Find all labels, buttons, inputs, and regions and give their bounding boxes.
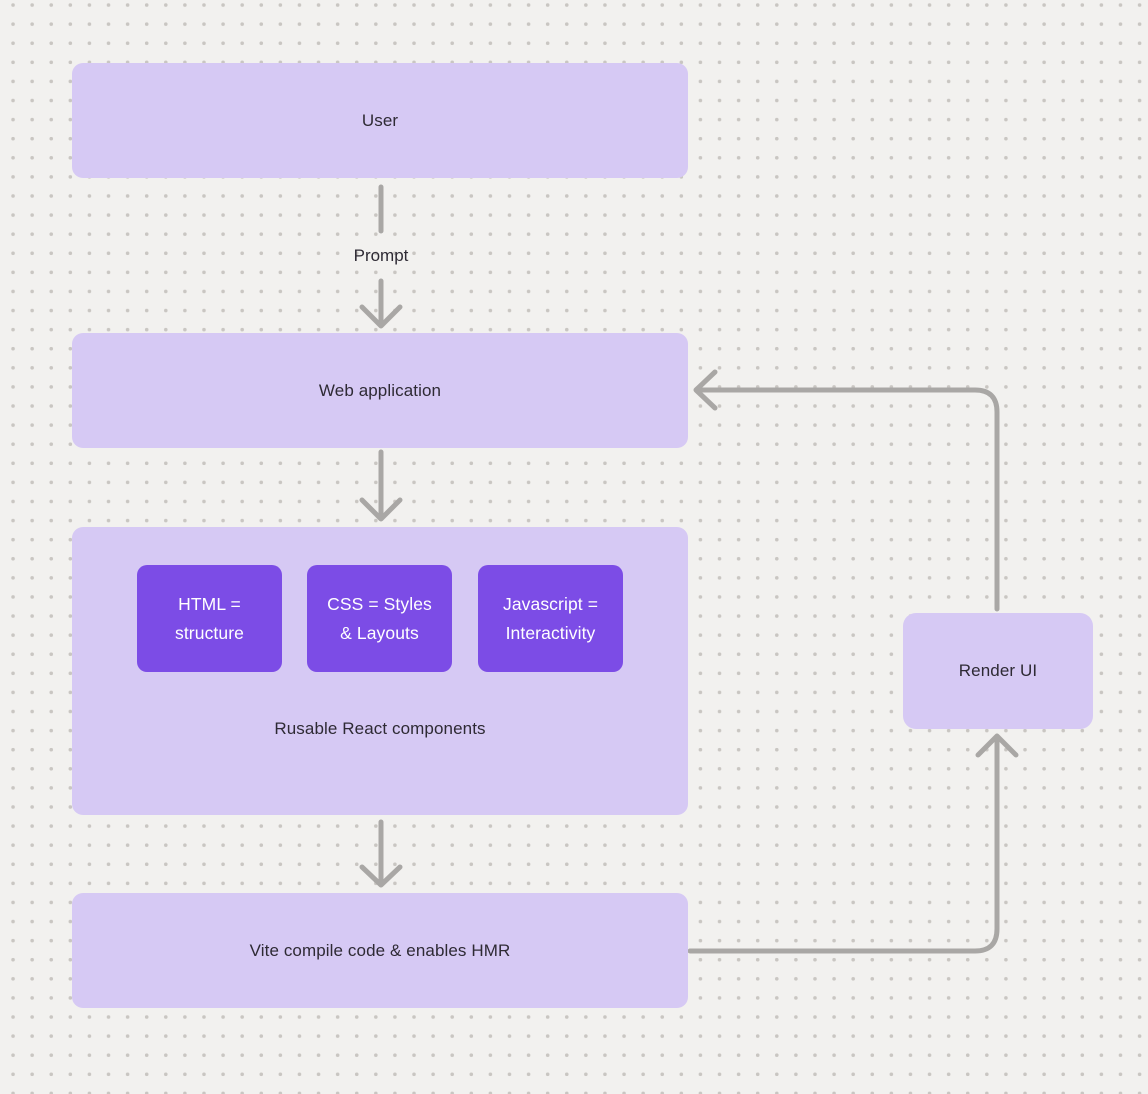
node-render-ui: Render UI: [903, 613, 1093, 729]
chip-javascript: Javascript = Interactivity: [478, 565, 623, 672]
node-user-label: User: [361, 110, 399, 130]
node-web-application-label: Web application: [318, 380, 442, 400]
chip-css: CSS = Styles & Layouts: [307, 565, 452, 672]
node-vite: Vite compile code & enables HMR: [72, 893, 688, 1008]
node-vite-label: Vite compile code & enables HMR: [249, 940, 511, 960]
chip-css-label: CSS = Styles & Layouts: [327, 593, 432, 643]
edge-label-prompt: Prompt: [353, 246, 409, 265]
chip-html-label: HTML = structure: [175, 593, 244, 643]
arrow-webapp-to-components: [359, 449, 403, 522]
connector-renderui-to-webapp: [693, 369, 1000, 612]
node-web-application: Web application: [72, 333, 688, 448]
node-render-ui-label: Render UI: [958, 661, 1038, 680]
chip-html: HTML = structure: [137, 565, 282, 672]
connector-vite-to-renderui: [687, 733, 1019, 954]
node-user: User: [72, 63, 688, 178]
chip-javascript-label: Javascript = Interactivity: [502, 593, 599, 643]
components-caption: Rusable React components: [274, 719, 486, 738]
components-group: HTML = structure CSS = Styles & Layouts …: [72, 527, 688, 815]
arrow-components-to-vite: [359, 819, 403, 888]
